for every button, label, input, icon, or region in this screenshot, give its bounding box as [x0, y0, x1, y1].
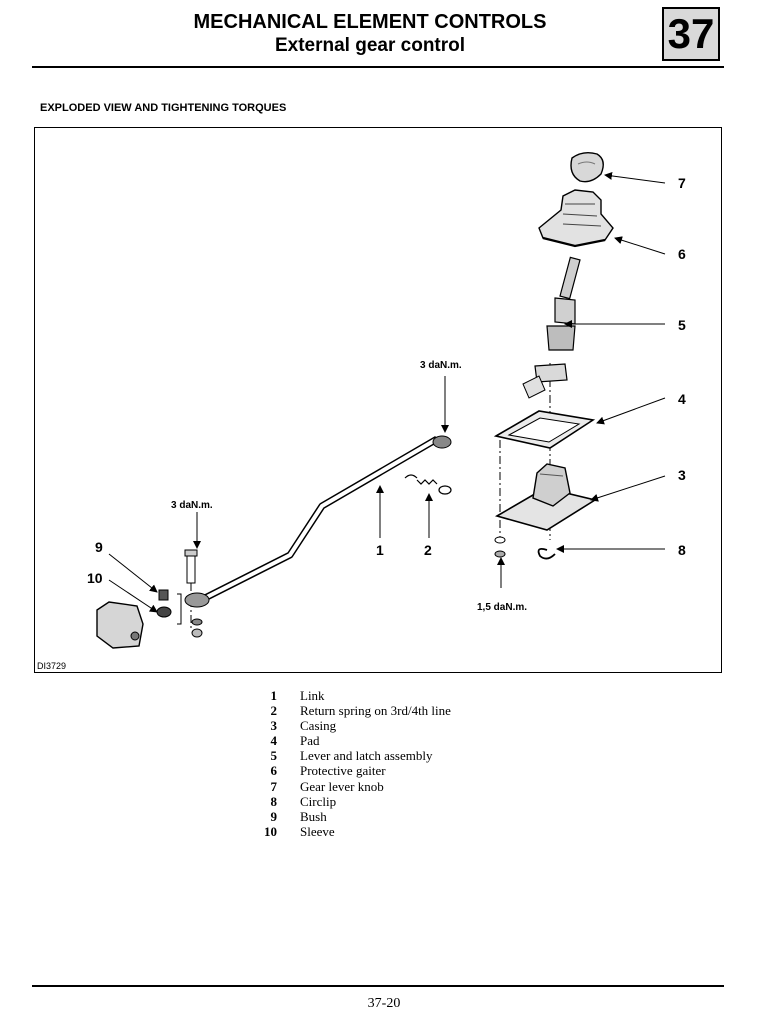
- callout-5: 5: [678, 317, 686, 333]
- callout-9: 9: [95, 539, 103, 555]
- legend-label: Link: [300, 688, 325, 703]
- legend-number: 6: [270, 763, 278, 779]
- casing-nut-part: [494, 536, 506, 558]
- torque-label-casing: 1,5 daN.m.: [477, 602, 527, 613]
- gearbox-housing-part: [96, 601, 144, 649]
- page-number: 37-20: [367, 996, 401, 1011]
- legend-number: 7: [270, 778, 278, 794]
- legend-number: 9: [270, 808, 278, 824]
- page-title: MECHANICAL ELEMENT CONTROLS External gea…: [0, 10, 740, 58]
- title-line-1: MECHANICAL ELEMENT CONTROLS: [193, 11, 547, 33]
- legend-item: 5 Lever and latch assembly: [255, 748, 451, 763]
- legend-item: 1 Link: [255, 688, 451, 703]
- footer-rule: [32, 985, 724, 987]
- legend-label: Gear lever knob: [300, 778, 384, 794]
- legend-item: 4 Pad: [255, 733, 451, 748]
- section-title: EXPLODED VIEW AND TIGHTENING TORQUES: [40, 102, 287, 114]
- callout-4: 4: [678, 391, 686, 407]
- assembly-axis-lines: [190, 363, 551, 628]
- exploded-view-drawing: 7 6 5 4 3 8 1 2 9 10 3 daN.m. 3 daN.m. 1…: [37, 151, 686, 671]
- legend-label: Return spring on 3rd/4th line: [300, 703, 451, 719]
- return-spring-part: [404, 474, 452, 495]
- chapter-number: 37: [662, 7, 720, 61]
- legend-item: 9 Bush: [255, 809, 451, 824]
- torque-label-link: 3 daN.m.: [420, 360, 462, 371]
- legend-number: 4: [270, 733, 278, 749]
- bolt-part: [184, 549, 198, 584]
- callout-10: 10: [87, 570, 103, 586]
- legend-number: 2: [270, 703, 278, 719]
- legend-label: Pad: [300, 733, 320, 749]
- figure-code: DI3729: [37, 661, 66, 671]
- link-part: [184, 435, 452, 608]
- legend-item: 2 Return spring on 3rd/4th line: [255, 703, 451, 718]
- torque-label-bolt: 3 daN.m.: [171, 500, 213, 511]
- protective-gaiter-part: [538, 189, 614, 248]
- legend-item: 10 Sleeve: [255, 824, 451, 839]
- callout-leaders: [108, 171, 666, 613]
- casing-part: [494, 463, 598, 531]
- legend-label: Circlip: [300, 793, 337, 809]
- legend-number: 8: [270, 793, 278, 809]
- legend-label: Lever and latch assembly: [300, 748, 433, 764]
- bush-sleeve-parts: [156, 589, 203, 638]
- parts-legend: 1 Link 2 Return spring on 3rd/4th line 3 Ca…: [255, 688, 451, 839]
- legend-item: 7 Gear lever knob: [255, 779, 451, 794]
- legend-number: 5: [270, 748, 278, 764]
- gear-lever-knob-part: [570, 151, 604, 183]
- callout-8: 8: [678, 542, 686, 558]
- legend-label: Bush: [300, 808, 327, 824]
- legend-item: 8 Circlip: [255, 794, 451, 809]
- callout-2: 2: [424, 542, 432, 558]
- legend-number: 1: [270, 688, 278, 703]
- legend-item: 3 Casing: [255, 718, 451, 733]
- circlip-part: [537, 547, 556, 560]
- header-rule: [32, 66, 724, 68]
- title-line-2: External gear control: [274, 35, 466, 56]
- legend-number: 10: [264, 823, 277, 839]
- legend-label: Casing: [300, 718, 337, 734]
- callout-3: 3: [678, 467, 686, 483]
- legend-label: Protective gaiter: [300, 763, 386, 779]
- legend-label: Sleeve: [300, 823, 335, 839]
- legend-item: 6 Protective gaiter: [255, 763, 451, 778]
- legend-number: 3: [270, 718, 278, 734]
- callout-6: 6: [678, 246, 686, 262]
- pad-part: [493, 410, 596, 449]
- exploded-view-figure: 7 6 5 4 3 8 1 2 9 10 3 daN.m. 3 daN.m. 1…: [34, 127, 722, 673]
- lever-latch-assembly-part: [522, 256, 581, 399]
- callout-7: 7: [678, 175, 686, 191]
- callout-1: 1: [376, 542, 384, 558]
